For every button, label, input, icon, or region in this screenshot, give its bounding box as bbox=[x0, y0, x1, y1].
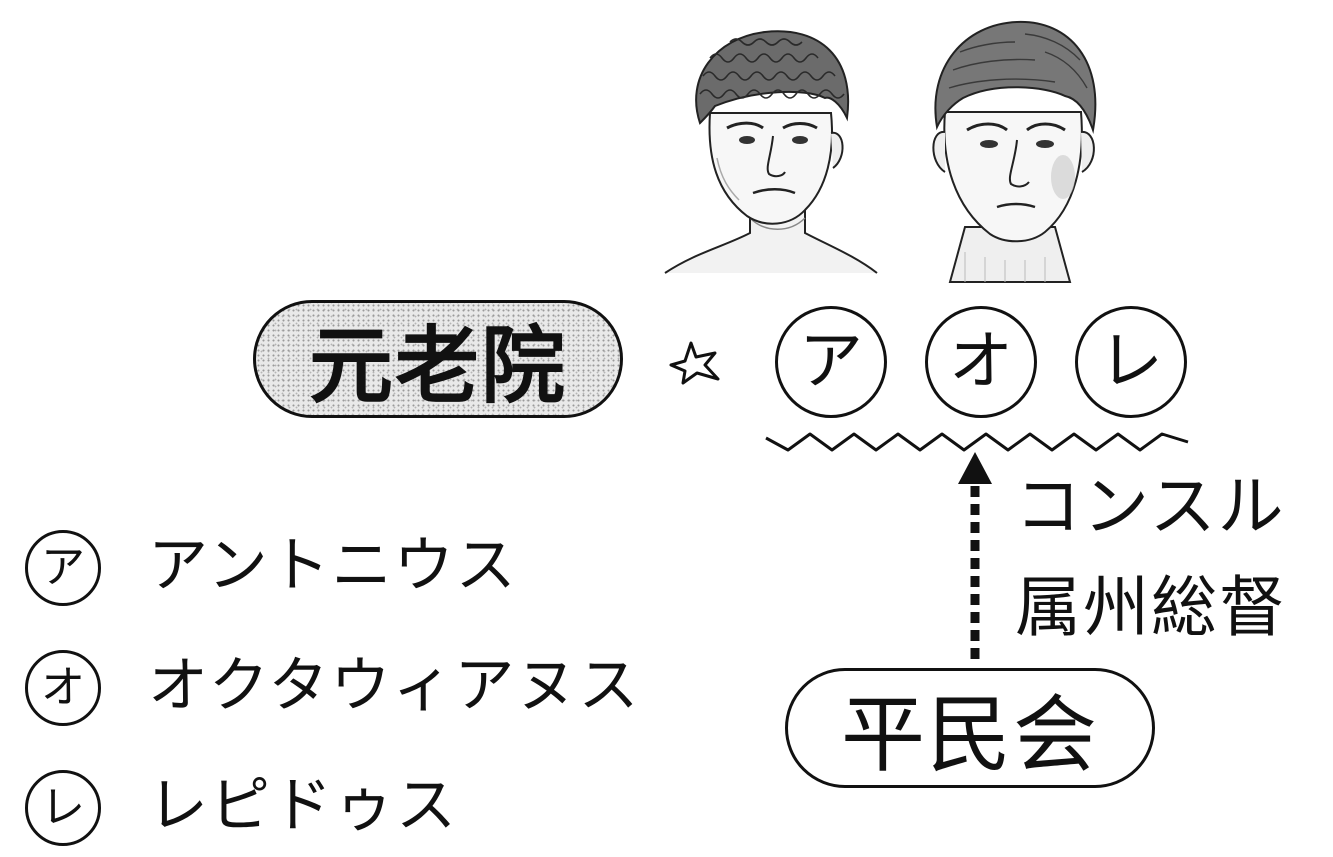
legend-mark-o: オ bbox=[25, 650, 101, 726]
triumvir-mark-o: オ bbox=[949, 325, 1013, 399]
plebs-label: 平民会 bbox=[840, 685, 1099, 784]
arrow-label-governor: 属州総督 bbox=[1015, 569, 1287, 646]
triumvir-circle-a: ア bbox=[775, 306, 887, 418]
antonius-portrait-icon bbox=[664, 30, 878, 274]
triumvir-mark-re: レ bbox=[1099, 325, 1163, 399]
clash-star-icon bbox=[669, 341, 720, 385]
triumvir-mark-a: ア bbox=[799, 325, 863, 399]
arrow-label-consul: コンスル bbox=[1015, 468, 1286, 545]
triumvir-circle-o: オ bbox=[925, 306, 1037, 418]
legend-name-octavianus: オクタウィアヌス bbox=[148, 651, 641, 721]
wavy-underline bbox=[765, 432, 1189, 452]
legend-mark-a: ア bbox=[25, 530, 101, 606]
legend-mark-re: レ bbox=[25, 770, 101, 846]
octavianus-portrait-icon bbox=[932, 20, 1097, 283]
legend-name-lepidus: レピドゥス bbox=[148, 771, 458, 841]
senate-box: 元老院 bbox=[253, 300, 623, 418]
dotted-arrow bbox=[958, 452, 992, 665]
plebs-box: 平民会 bbox=[785, 668, 1155, 788]
triumvir-circle-re: レ bbox=[1075, 306, 1187, 418]
legend-name-antonius: アントニウス bbox=[148, 531, 518, 601]
senate-label: 元老院 bbox=[308, 316, 567, 415]
